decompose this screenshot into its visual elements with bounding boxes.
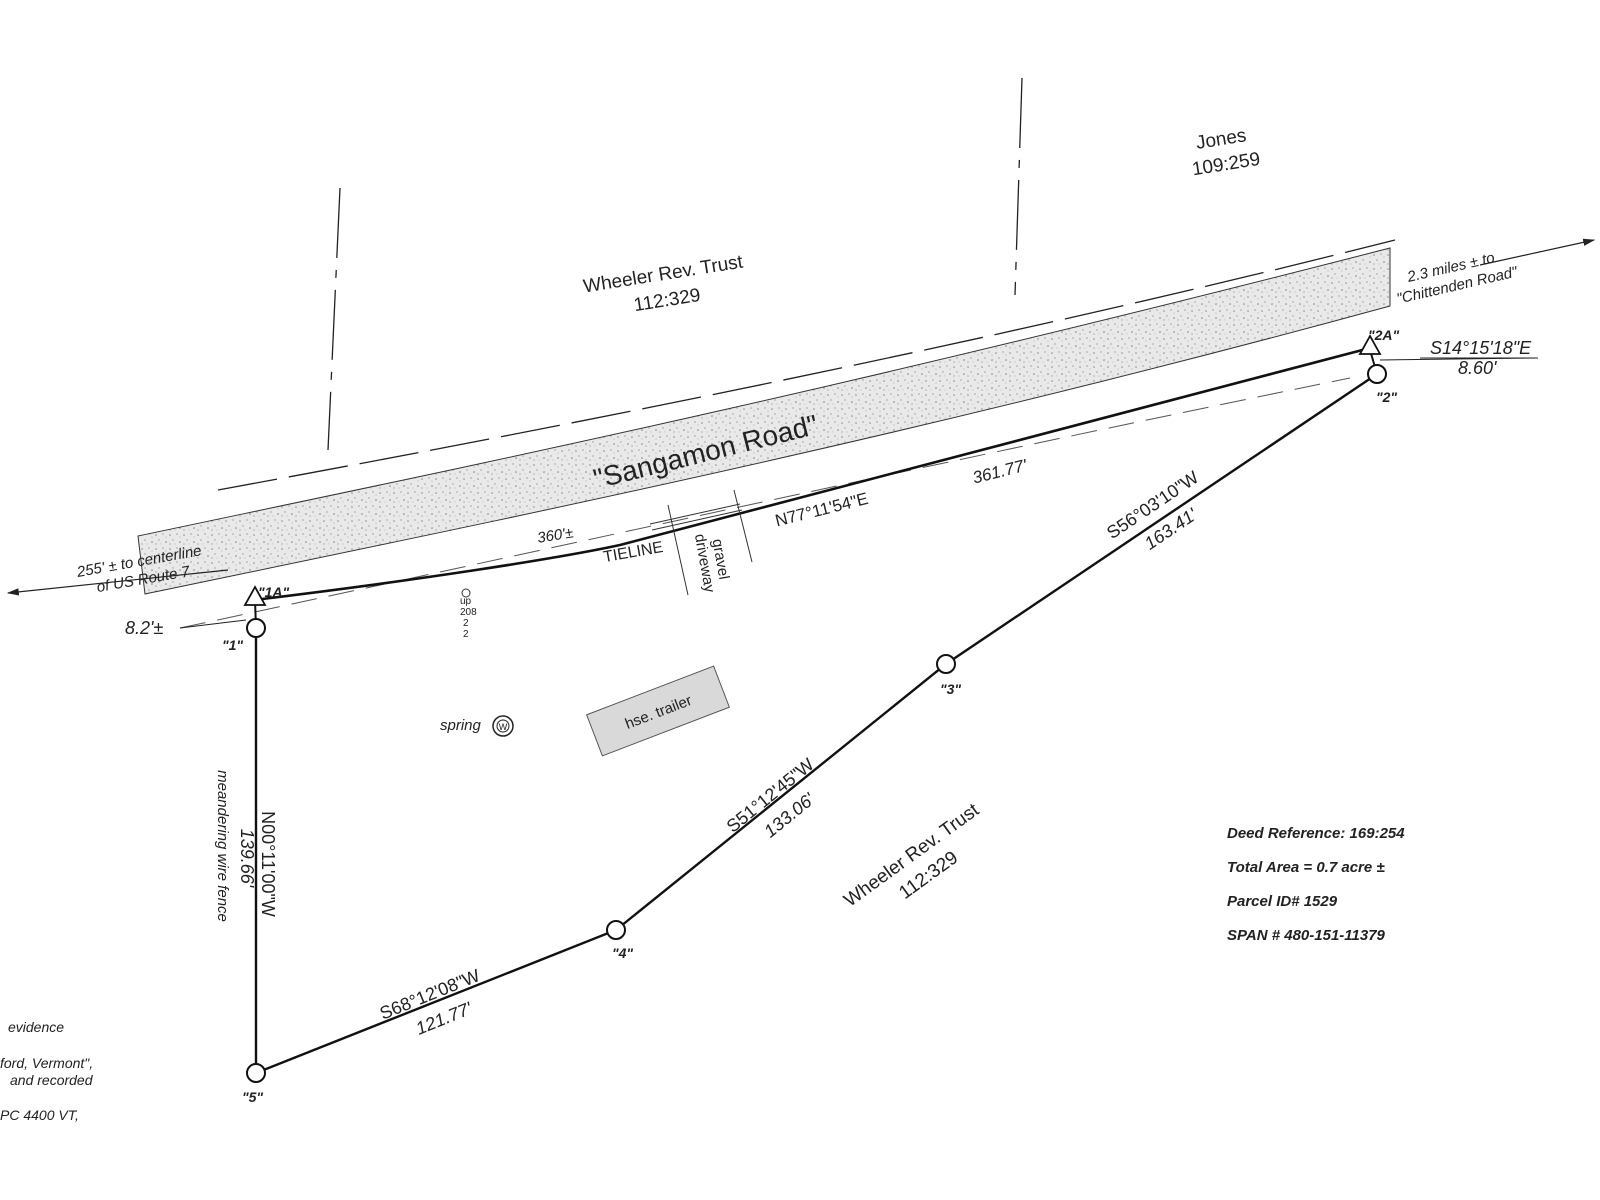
note-line-2: ford, Vermont", [0,1055,93,1071]
spring-label: spring [440,717,482,734]
span-number: SPAN # 480-151-11379 [1227,927,1386,944]
jones-owner-name: Jones [1194,125,1247,154]
driveway-label-1: gravel [709,538,733,581]
point-1a-marker [243,585,267,606]
note-line-3: and recorded [10,1072,94,1088]
note-line-4: PC 4400 VT, [0,1107,79,1123]
offset-1a-leader [179,619,247,629]
point-4-monument [606,920,626,940]
offset-1a-label: 8.2'± [125,618,163,638]
point-2a-label: "2A" [1368,327,1400,343]
utility-pole: up 208 2 2 [460,588,477,640]
north-owner-book: 112:329 [632,285,702,316]
parcel-id: Parcel ID# 1529 [1227,893,1338,910]
south-row-line [179,377,1351,629]
pole-label-2: 208 [460,607,477,618]
north-row-line [217,239,1396,491]
pole-label-4: 2 [463,629,469,640]
north-adjoiner-line [327,187,341,451]
svg-text:W: W [499,722,508,732]
pole-label-3: 2 [463,618,469,629]
jones-line [1014,77,1023,296]
tieline-distance: 360'± [536,524,574,546]
tie-2a-bearing: S14°15'18"E [1430,338,1532,358]
total-area: Total Area = 0.7 acre ± [1227,859,1385,876]
deed-reference: Deed Reference: 169:254 [1227,825,1405,842]
jones-owner-book: 109:259 [1191,149,1262,180]
note-line-1: evidence [8,1019,64,1035]
point-3-monument [936,654,956,674]
house-trailer: hse. trailer [585,665,731,757]
east-direction-arrow [1479,238,1596,266]
point-1a-label: "1A" [258,584,290,600]
tieline-label: TIELINE [602,539,665,566]
point-4-label: "4" [612,945,633,961]
point-5-label: "5" [242,1089,263,1105]
tieline [253,346,1371,602]
point-2a-marker [1358,334,1382,355]
west-line-bearing: N00°11'00"W [258,811,278,917]
road-surface [137,247,1391,595]
point-2-label: "2" [1376,389,1397,405]
fence-note: meandering wire fence [214,770,231,922]
point-1-monument [246,618,266,638]
north-line-bearing: N77°11'54"E [773,489,870,530]
west-direction-arrow [6,569,229,596]
north-line-distance: 361.77' [971,456,1030,488]
point-2-monument [1367,364,1387,384]
point-3-label: "3" [940,681,961,697]
spring-well-icon: W [492,715,514,737]
tie-2a-distance: 8.60' [1458,358,1497,378]
gravel-driveway [649,489,753,596]
pole-label-1: up [460,596,472,607]
point-5-monument [246,1063,266,1083]
point-1-label: "1" [222,637,243,653]
west-line-distance: 139.66' [237,829,257,888]
